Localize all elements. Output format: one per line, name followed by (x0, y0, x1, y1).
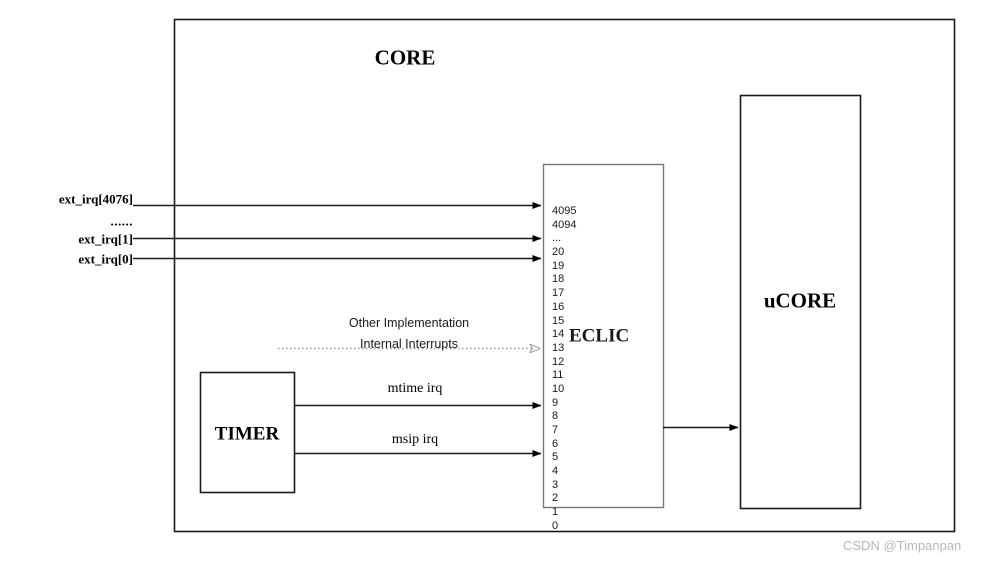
eclic-line-number: 4095 (552, 205, 577, 217)
watermark: CSDN @Timpanpan (843, 538, 962, 553)
ext-irq-4076-label: ext_irq[4076] (58, 191, 133, 207)
ext-irq-ellipsis-label: ...... (110, 213, 133, 229)
ext-irq-0-label: ext_irq[0] (78, 251, 133, 267)
eclic-line-number: 13 (552, 341, 565, 354)
eclic-line-number: 5 (552, 451, 559, 464)
eclic-line-number: 9 (552, 396, 559, 409)
eclic-line-number: 11 (552, 369, 564, 382)
internal-interrupts-label-line1: Other Implementation (348, 315, 470, 330)
eclic-box (542, 163, 665, 509)
eclic-line-number: 17 (552, 287, 565, 300)
eclic-line-number: 2 (552, 492, 559, 505)
eclic-line-number: 19 (552, 259, 565, 272)
eclic-line-number: 20 (552, 246, 565, 259)
ucore-title: uCORE (763, 288, 837, 313)
eclic-line-number: 0 (552, 519, 559, 532)
ucore-box (739, 94, 862, 510)
eclic-line-number: 4 (552, 465, 559, 478)
eclic-title: ECLIC (569, 325, 630, 347)
eclic-line-number: 12 (552, 355, 565, 368)
eclic-line-number: ... (552, 232, 562, 245)
msip-irq-label: msip irq (391, 432, 439, 447)
eclic-line-number: 8 (552, 410, 559, 423)
eclic-line-number: 6 (552, 437, 559, 450)
eclic-line-number: 14 (552, 328, 565, 341)
eclic-line-number: 15 (552, 314, 565, 327)
ext-irq-1-label: ext_irq[1] (78, 231, 133, 247)
timer-title: TIMER (214, 423, 280, 445)
eclic-line-number: 18 (552, 273, 565, 286)
eclic-line-number: 10 (552, 382, 565, 395)
eclic-line-number: 3 (552, 478, 559, 491)
core-title: CORE (374, 45, 436, 70)
internal-interrupts-label-line2: Internal Interrupts (360, 336, 458, 351)
eclic-line-number: 16 (552, 300, 565, 313)
eclic-line-number: 1 (552, 506, 559, 519)
timer-box (199, 371, 296, 494)
eclic-line-number: 4094 (552, 218, 577, 231)
eclic-line-number: 7 (552, 424, 559, 436)
mtime-irq-label: mtime irq (387, 381, 443, 396)
